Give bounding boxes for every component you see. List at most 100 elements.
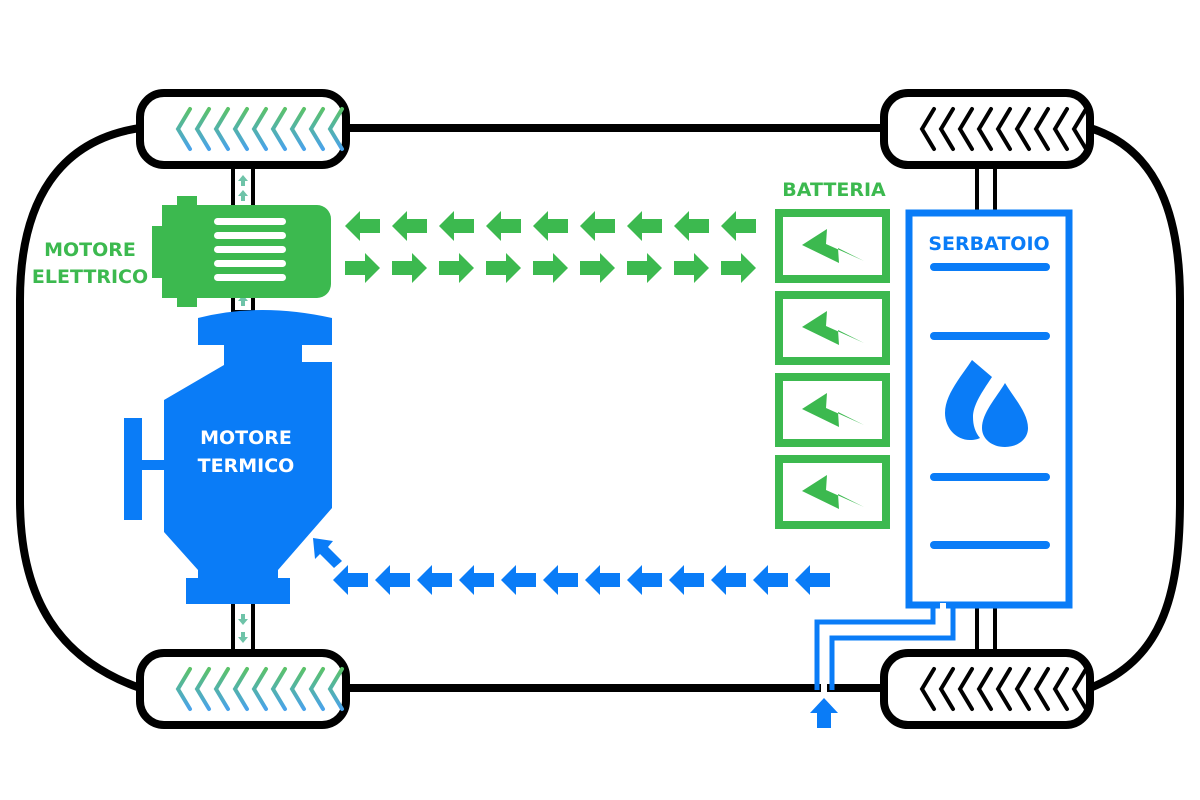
tread-chevron-icon (1071, 667, 1088, 711)
tread-chevron-icon (919, 107, 936, 151)
tread-chevron-icon (1014, 667, 1031, 711)
tread-chevron-icon (251, 107, 268, 151)
flow-arrow-left-icon (711, 565, 746, 595)
chassis-outline (16, 124, 1184, 692)
tank-level-line (930, 541, 1050, 549)
tread-chevron-icon (232, 107, 249, 151)
lightning-bolt-icon (802, 311, 864, 345)
battery-pack (775, 209, 890, 529)
tread-chevron-icon (995, 667, 1012, 711)
flow-arrow-left-icon (501, 565, 536, 595)
wheel-front-right (880, 89, 1094, 169)
flow-arrow-right-icon (392, 253, 427, 283)
lightning-bolt-icon (802, 475, 864, 509)
electric-motor-label-line2: ELETTRICO (32, 266, 148, 288)
refuel-pipe (814, 605, 956, 690)
flow-arrow-right-icon (580, 253, 615, 283)
battery-cell (775, 455, 890, 529)
tread-chevron-icon (1052, 107, 1069, 151)
tread-chevron-icon (327, 667, 344, 711)
axle-arrow-icon (238, 614, 248, 625)
tread-chevron-icon (308, 107, 325, 151)
fuel-tank (814, 209, 1073, 692)
tread-chevron-icon (175, 107, 192, 151)
tread-chevron-icon (976, 667, 993, 711)
flow-arrow-left-icon (333, 565, 368, 595)
thermal-engine-label-line2: TERMICO (198, 455, 295, 477)
tank-level-line (930, 332, 1050, 340)
tread-chevron-icon (213, 667, 230, 711)
lightning-bolt-icon (802, 393, 864, 427)
flow-arrow-right-icon (439, 253, 474, 283)
flow-battery-to-motor (345, 211, 756, 241)
flow-arrow-left-icon (459, 565, 494, 595)
tank-label: SERBATOIO (928, 233, 1049, 255)
thermal-engine-label-line1: MOTORE (200, 427, 292, 449)
flow-arrow-left-icon (375, 565, 410, 595)
flow-arrow-left-icon (580, 211, 615, 241)
engine-inlet-arrow-icon (313, 538, 342, 568)
flow-arrow-right-icon (627, 253, 662, 283)
flow-arrow-left-icon (674, 211, 709, 241)
flow-tank-to-engine (333, 565, 830, 595)
fuel-drops-icon (945, 360, 1028, 447)
tread-chevron-icon (270, 107, 287, 151)
flow-arrow-left-icon (627, 211, 662, 241)
tread-chevron-icon (308, 667, 325, 711)
tread-chevron-icon (957, 107, 974, 151)
tread-chevron-icon (1033, 107, 1050, 151)
flow-arrow-left-icon (533, 211, 568, 241)
flow-arrow-left-icon (392, 211, 427, 241)
tread-chevron-icon (1052, 667, 1069, 711)
tread-chevron-icon (938, 667, 955, 711)
flow-arrow-left-icon (795, 565, 830, 595)
flow-arrow-left-icon (627, 565, 662, 595)
flow-arrow-right-icon (533, 253, 568, 283)
electric-motor (152, 196, 331, 307)
flow-arrow-left-icon (486, 211, 521, 241)
flow-arrow-left-icon (439, 211, 474, 241)
flow-arrow-left-icon (753, 565, 788, 595)
battery-cell (775, 291, 890, 365)
axle-arrow-icon (238, 632, 248, 643)
tank-level-line (930, 263, 1050, 271)
flow-arrow-left-icon (417, 565, 452, 595)
tread-chevron-icon (213, 107, 230, 151)
refuel-pipe-inner (821, 603, 946, 692)
battery-cell (775, 209, 890, 283)
tread-chevron-icon (289, 667, 306, 711)
flow-arrow-right-icon (345, 253, 380, 283)
lightning-bolt-icon (802, 229, 864, 263)
wheel-rear-right (880, 649, 1094, 729)
tread-chevron-icon (1071, 107, 1088, 151)
tread-chevron-icon (232, 667, 249, 711)
tread-chevron-icon (957, 667, 974, 711)
tread-chevron-icon (194, 667, 211, 711)
wheel-front-left (136, 89, 350, 169)
thermal-engine-icon (124, 310, 332, 604)
refuel-inlet-arrow-icon (810, 698, 838, 728)
axle-arrow-icon (238, 190, 248, 201)
tread-chevron-icon (995, 107, 1012, 151)
tank-level-line (930, 473, 1050, 481)
tread-chevron-icon (327, 107, 344, 151)
tread-chevron-icon (251, 667, 268, 711)
tread-chevron-icon (270, 667, 287, 711)
tread-chevron-icon (976, 107, 993, 151)
tread-chevron-icon (938, 107, 955, 151)
tread-chevron-icon (175, 667, 192, 711)
axle-arrow-icon (238, 175, 248, 186)
flow-arrow-left-icon (543, 565, 578, 595)
tread-chevron-icon (919, 667, 936, 711)
wheel-rear-left (136, 649, 350, 729)
flow-arrow-right-icon (674, 253, 709, 283)
tread-chevron-icon (1033, 667, 1050, 711)
flow-arrow-right-icon (486, 253, 521, 283)
flow-arrow-left-icon (669, 565, 704, 595)
flow-arrow-left-icon (585, 565, 620, 595)
tread-chevron-icon (194, 107, 211, 151)
electric-motor-label-line1: MOTORE (44, 239, 136, 261)
tread-chevron-icon (289, 107, 306, 151)
flow-arrow-right-icon (721, 253, 756, 283)
